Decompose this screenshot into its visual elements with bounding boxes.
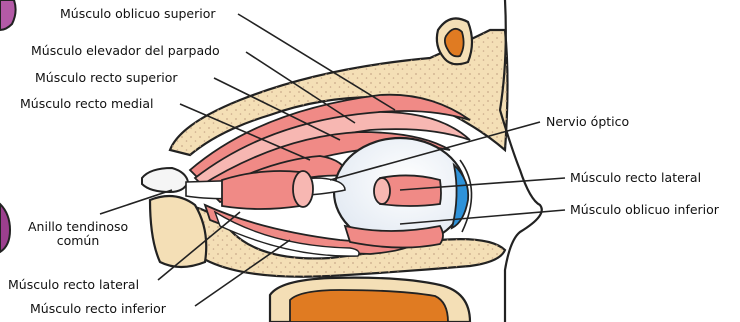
lower-left-bone [150, 196, 206, 267]
label-oblicuo-superior: Músculo oblicuo superior [60, 7, 216, 21]
purple-edge-top [0, 0, 16, 30]
recto-lateral-cut-face [293, 171, 313, 207]
label-oblicuo-inferior: Músculo oblicuo inferior [570, 203, 719, 217]
label-elevador-parpado: Músculo elevador del parpado [31, 44, 220, 58]
label-recto-inferior: Músculo recto inferior [30, 302, 166, 316]
label-recto-lateral-left: Músculo recto lateral [8, 278, 139, 292]
apex-tendon [142, 168, 188, 192]
face-profile [500, 0, 542, 322]
maxillary-sinus-inner [290, 290, 448, 322]
label-recto-superior: Músculo recto superior [35, 71, 178, 85]
label-anillo-line1: Anillo tendinoso [28, 220, 128, 234]
label-anillo-tendinoso: Anillo tendinoso común [28, 220, 128, 248]
purple-edge-bottom [0, 204, 10, 252]
label-recto-medial: Músculo recto medial [20, 97, 153, 111]
label-nervio-optico: Nervio óptico [546, 115, 629, 129]
label-recto-lateral-right: Músculo recto lateral [570, 171, 701, 185]
label-anillo-line2: común [28, 234, 128, 248]
recto-lateral-insertion-face [374, 178, 390, 204]
